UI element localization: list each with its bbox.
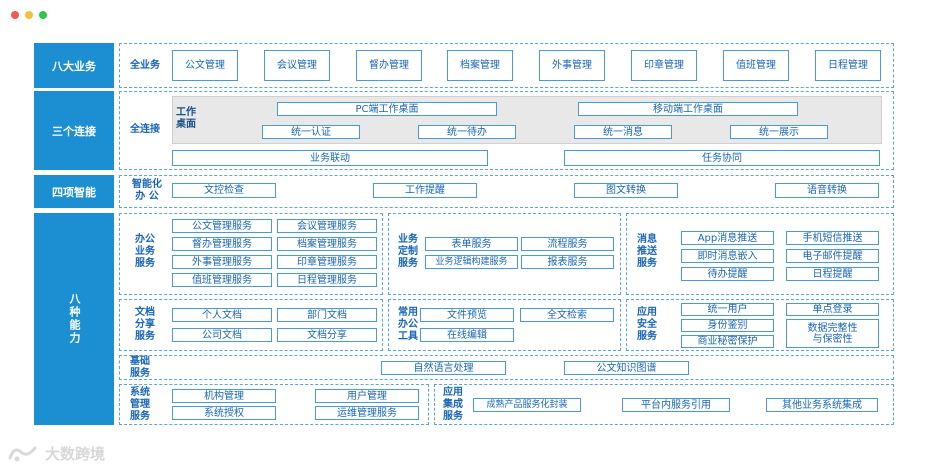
eight-capabilities-text: 八种能力 — [68, 293, 81, 345]
integration-item-3: 其他业务系统集成 — [766, 398, 878, 412]
sub-label-custom-services: 业务 定制 服务 — [398, 234, 418, 269]
box-row1-2: 会议管理 — [264, 50, 330, 81]
basic-item-1: 自然语言处理 — [381, 361, 506, 375]
minimize-dot-icon[interactable] — [25, 11, 33, 19]
box-row1-3: 督办管理 — [356, 50, 422, 81]
message-item-2: 手机短信推送 — [786, 231, 879, 245]
message-item-1: App消息推送 — [681, 231, 774, 245]
security-item-2: 单点登录 — [786, 303, 879, 316]
sub-label-document-services: 文档 分享 服务 — [135, 307, 155, 342]
office-item-7: 值班管理服务 — [172, 273, 272, 287]
sub-label-full-business: 全业务 — [130, 60, 160, 71]
row-label-eight-businesses: 八大业务 — [34, 43, 114, 88]
sub-label-full-connection: 全连接 — [130, 124, 160, 135]
security-item-5: 商业秘密保护 — [681, 335, 774, 348]
panel-office-tools — [388, 299, 621, 351]
panel-basic-services — [119, 355, 894, 380]
sub-label-integration-services: 应用 集成 服务 — [443, 386, 463, 422]
box-row1-4: 档案管理 — [447, 50, 513, 81]
watermark-logo: 大数跨境 — [7, 443, 105, 464]
desk-item-3: 统一消息 — [574, 125, 672, 139]
watermark-mark-icon — [8, 446, 37, 461]
box-row1-5: 外事管理 — [539, 50, 605, 81]
business-linkage-box: 业务联动 — [172, 150, 488, 166]
custom-item-2: 流程服务 — [521, 237, 614, 251]
row-label-four-intelligence: 四项智能 — [34, 175, 114, 208]
row-label-eight-capabilities: 八种能力 — [34, 213, 114, 425]
box-row1-1: 公文管理 — [172, 50, 238, 81]
desk-item-4: 统一展示 — [730, 125, 828, 139]
integration-item-2: 平台内服务引用 — [622, 398, 730, 412]
office-item-4: 档案管理服务 — [277, 237, 377, 251]
panel-document-services — [119, 299, 383, 351]
office-item-6: 印章管理服务 — [277, 255, 377, 269]
office-item-1: 公文管理服务 — [172, 219, 272, 233]
window-controls — [11, 11, 47, 19]
box-row1-7: 值班管理 — [723, 50, 789, 81]
sub-label-office-tools: 常用 办公 工具 — [398, 307, 418, 342]
row-label-three-connections: 三个连接 — [34, 91, 114, 170]
security-item-3: 身份鉴别 — [681, 319, 774, 332]
intel-item-4: 语音转换 — [775, 183, 879, 198]
close-dot-icon[interactable] — [11, 11, 19, 19]
integration-item-1: 成熟产品服务化封装 — [473, 398, 581, 412]
task-collaboration-box: 任务协同 — [564, 150, 880, 166]
docs-item-1: 个人文档 — [172, 308, 272, 322]
system-item-4: 运维管理服务 — [315, 406, 419, 420]
docs-item-3: 公司文档 — [172, 328, 272, 342]
box-row1-6: 印章管理 — [631, 50, 697, 81]
desk-item-1: 统一认证 — [262, 125, 360, 139]
office-item-2: 会议管理服务 — [277, 219, 377, 233]
intel-item-2: 工作提醒 — [373, 183, 477, 198]
message-item-3: 即时消息嵌入 — [681, 249, 774, 263]
office-item-3: 督办管理服务 — [172, 237, 272, 251]
tools-item-1: 文件预览 — [420, 308, 514, 322]
office-item-8: 日程管理服务 — [277, 273, 377, 287]
basic-item-2: 公文知识图谱 — [564, 361, 689, 375]
sub-label-system-services: 系统 管理 服务 — [130, 386, 150, 422]
custom-item-3: 业务逻辑构建服务 — [425, 255, 518, 269]
work-desk-label: 工作 桌面 — [176, 107, 196, 130]
security-item-1: 统一用户 — [681, 303, 774, 316]
tools-item-2: 全文检索 — [520, 308, 614, 322]
intel-item-3: 图文转换 — [574, 183, 678, 198]
sub-label-basic-services: 基础 服务 — [130, 355, 150, 379]
system-item-3: 系统授权 — [172, 406, 276, 420]
message-item-6: 日程提醒 — [786, 267, 879, 281]
box-row1-8: 日程管理 — [815, 50, 881, 81]
docs-item-4: 文档分享 — [277, 328, 377, 342]
desk-item-2: 统一待办 — [418, 125, 516, 139]
system-item-2: 用户管理 — [315, 389, 419, 403]
custom-item-4: 报表服务 — [521, 255, 614, 269]
pc-desk-box: PC端工作桌面 — [277, 102, 497, 116]
watermark-text: 大数跨境 — [45, 445, 106, 463]
sub-label-security-services: 应用 安全 服务 — [637, 307, 657, 342]
custom-item-1: 表单服务 — [425, 237, 518, 251]
intel-item-1: 文控检查 — [172, 183, 276, 198]
tools-item-3: 在线编辑 — [420, 328, 514, 342]
mobile-desk-box: 移动端工作桌面 — [578, 102, 798, 116]
sub-label-message-services: 消息 推送 服务 — [637, 234, 657, 269]
system-item-1: 机构管理 — [172, 389, 276, 403]
message-item-5: 待办提醒 — [681, 267, 774, 281]
docs-item-2: 部门文档 — [277, 308, 377, 322]
panel-custom-services — [388, 213, 621, 295]
sub-label-office-services: 办公 业务 服务 — [135, 234, 155, 269]
sub-label-intelligent-office: 智能化 办 公 — [132, 179, 162, 202]
security-item-4: 数据完整性 与保密性 — [786, 319, 879, 348]
message-item-4: 电子邮件提醒 — [786, 249, 879, 263]
maximize-dot-icon[interactable] — [39, 11, 47, 19]
office-item-5: 外事管理服务 — [172, 255, 272, 269]
